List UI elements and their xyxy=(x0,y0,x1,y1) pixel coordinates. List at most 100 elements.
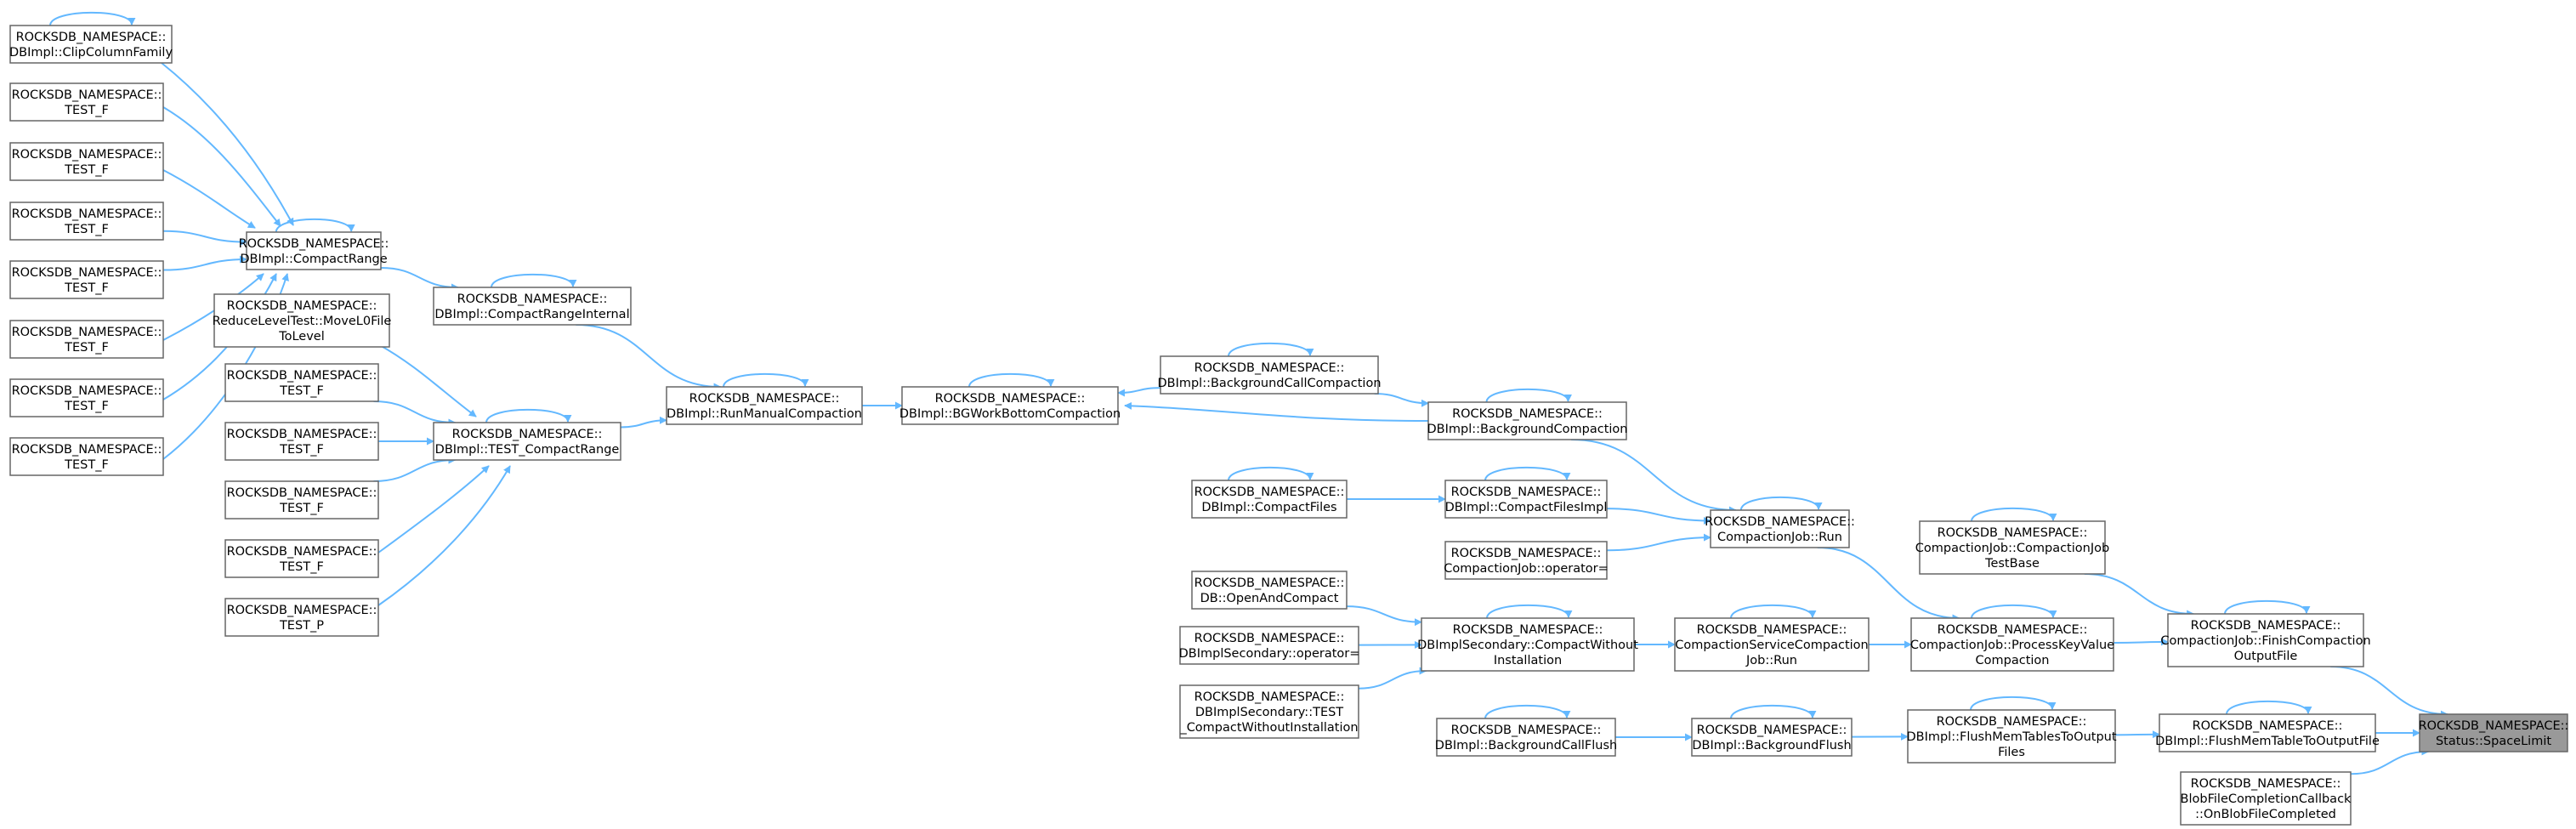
node-compactrange[interactable]: ROCKSDB_NAMESPACE::DBImpl::CompactRange xyxy=(239,231,389,270)
node-box[interactable] xyxy=(433,422,621,461)
node-tp_m5[interactable]: ROCKSDB_NAMESPACE::TEST_P xyxy=(224,598,379,637)
node-box[interactable] xyxy=(224,598,379,637)
node-box[interactable] xyxy=(9,25,173,64)
node-box[interactable] xyxy=(9,82,164,122)
node-box[interactable] xyxy=(224,480,379,520)
node-box[interactable] xyxy=(2159,713,2376,752)
node-secondarytest[interactable]: ROCKSDB_NAMESPACE::DBImplSecondary::TEST… xyxy=(1179,684,1359,739)
node-compactionjobtestbase[interactable]: ROCKSDB_NAMESPACE::CompactionJob::Compac… xyxy=(1915,520,2109,575)
node-box[interactable] xyxy=(901,386,1119,425)
node-label-line: Files xyxy=(1998,746,2025,759)
node-box[interactable] xyxy=(2419,713,2568,752)
node-box[interactable] xyxy=(1907,709,2116,764)
node-box[interactable] xyxy=(1191,480,1348,519)
node-box[interactable] xyxy=(1436,718,1616,757)
self-loop-compactrange xyxy=(275,218,355,233)
node-label-line: DBImpl::BackgroundCallFlush xyxy=(1435,739,1617,752)
node-movel0[interactable]: ROCKSDB_NAMESPACE::ReduceLevelTest::Move… xyxy=(213,293,392,348)
node-box[interactable] xyxy=(1160,355,1379,395)
node-box[interactable] xyxy=(1674,617,1870,672)
node-backgroundcallcompaction[interactable]: ROCKSDB_NAMESPACE::DBImpl::BackgroundCal… xyxy=(1157,355,1382,395)
node-finishcompaction[interactable]: ROCKSDB_NAMESPACE::CompactionJob::Finish… xyxy=(2160,613,2371,667)
node-tf_l6[interactable]: ROCKSDB_NAMESPACE::TEST_F xyxy=(9,378,164,417)
self-loop-testcompactrange xyxy=(485,408,572,423)
edge-blobfilecompleted-to-spacelimit xyxy=(2350,747,2430,775)
node-label-line: ROCKSDB_NAMESPACE:: xyxy=(16,31,167,44)
node-label-line: DBImpl::CompactRangeInternal xyxy=(434,308,629,321)
node-box[interactable] xyxy=(1179,684,1359,739)
node-label-line: TEST_F xyxy=(64,223,109,236)
node-tf_l1[interactable]: ROCKSDB_NAMESPACE::TEST_F xyxy=(9,82,164,122)
node-box[interactable] xyxy=(1444,541,1608,580)
node-label-line: ROCKSDB_NAMESPACE:: xyxy=(1451,547,1602,560)
node-box[interactable] xyxy=(9,142,164,181)
node-label-line: ROCKSDB_NAMESPACE:: xyxy=(12,148,162,162)
node-label-line: OutputFile xyxy=(2234,650,2298,663)
node-box[interactable] xyxy=(1444,480,1608,519)
node-box[interactable] xyxy=(9,437,164,476)
node-flushmemtablestooutput[interactable]: ROCKSDB_NAMESPACE::DBImpl::FlushMemTable… xyxy=(1906,709,2117,764)
self-loop-compactfilesimpl xyxy=(1484,466,1571,481)
node-box[interactable] xyxy=(1910,617,2114,672)
node-backgroundcompaction[interactable]: ROCKSDB_NAMESPACE::DBImpl::BackgroundCom… xyxy=(1427,401,1628,440)
node-box[interactable] xyxy=(9,320,164,359)
node-compactfiles[interactable]: ROCKSDB_NAMESPACE::DBImpl::CompactFiles xyxy=(1191,480,1348,519)
node-runmanualcompaction[interactable]: ROCKSDB_NAMESPACE::DBImpl::RunManualComp… xyxy=(666,386,863,425)
node-processkeyvalue[interactable]: ROCKSDB_NAMESPACE::CompactionJob::Proces… xyxy=(1910,617,2114,672)
node-testcompactrange[interactable]: ROCKSDB_NAMESPACE::DBImpl::TEST_CompactR… xyxy=(433,422,621,461)
node-blobfilecompleted[interactable]: ROCKSDB_NAMESPACE::BlobFileCompletionCal… xyxy=(2180,771,2352,826)
self-loop-compactfiles xyxy=(1228,466,1314,481)
node-tf_l7[interactable]: ROCKSDB_NAMESPACE::TEST_F xyxy=(9,437,164,476)
node-compactrangeinternal[interactable]: ROCKSDB_NAMESPACE::DBImpl::CompactRangeI… xyxy=(433,287,632,326)
node-box[interactable] xyxy=(1427,401,1627,440)
node-tf_m3[interactable]: ROCKSDB_NAMESPACE::TEST_F xyxy=(224,480,379,520)
node-box[interactable] xyxy=(246,231,382,270)
node-box[interactable] xyxy=(1179,626,1359,665)
node-box[interactable] xyxy=(9,260,164,299)
node-box[interactable] xyxy=(9,378,164,417)
node-compactionjobop[interactable]: ROCKSDB_NAMESPACE::CompactionJob::operat… xyxy=(1444,541,1609,580)
node-tf_m2[interactable]: ROCKSDB_NAMESPACE::TEST_F xyxy=(224,422,379,461)
node-box[interactable] xyxy=(2180,771,2352,826)
node-compactionjobrun[interactable]: ROCKSDB_NAMESPACE::CompactionJob::Run xyxy=(1705,509,1855,548)
node-spacelimit[interactable]: ROCKSDB_NAMESPACE::Status::SpaceLimit xyxy=(2419,713,2569,752)
node-tf_l4[interactable]: ROCKSDB_NAMESPACE::TEST_F xyxy=(9,260,164,299)
node-box[interactable] xyxy=(1191,571,1348,610)
node-box[interactable] xyxy=(2167,613,2364,667)
node-box[interactable] xyxy=(1691,718,1853,757)
node-box[interactable] xyxy=(224,422,379,461)
node-tf_m1[interactable]: ROCKSDB_NAMESPACE::TEST_F xyxy=(224,363,379,402)
node-label-line: ROCKSDB_NAMESPACE:: xyxy=(239,237,389,251)
node-label-line: ROCKSDB_NAMESPACE:: xyxy=(1697,623,1847,637)
node-tf_l5[interactable]: ROCKSDB_NAMESPACE::TEST_F xyxy=(9,320,164,359)
node-box[interactable] xyxy=(1919,520,2106,575)
node-label-line: ToLevel xyxy=(278,330,325,344)
node-clipcolumnfamily[interactable]: ROCKSDB_NAMESPACE::DBImpl::ClipColumnFam… xyxy=(9,25,173,64)
node-backgroundcallflush[interactable]: ROCKSDB_NAMESPACE::DBImpl::BackgroundCal… xyxy=(1435,718,1617,757)
node-compactwithoutinstall[interactable]: ROCKSDB_NAMESPACE::DBImplSecondary::Comp… xyxy=(1417,617,1638,672)
node-box[interactable] xyxy=(213,293,390,348)
node-tf_l3[interactable]: ROCKSDB_NAMESPACE::TEST_F xyxy=(9,202,164,241)
node-box[interactable] xyxy=(224,539,379,578)
self-loop-clipcolumnfamily xyxy=(49,11,136,26)
node-box[interactable] xyxy=(433,287,632,326)
node-compactfilesimpl[interactable]: ROCKSDB_NAMESPACE::DBImpl::CompactFilesI… xyxy=(1444,480,1608,519)
node-label-line: TEST_F xyxy=(64,458,109,472)
node-openandcompact[interactable]: ROCKSDB_NAMESPACE::DB::OpenAndCompact xyxy=(1191,571,1348,610)
edge-secondarytest-to-compactwithoutinstall xyxy=(1358,667,1427,690)
node-bgworkbottom[interactable]: ROCKSDB_NAMESPACE::DBImpl::BGWorkBottomC… xyxy=(899,386,1121,425)
node-box[interactable] xyxy=(9,202,164,241)
node-compactionservicerun[interactable]: ROCKSDB_NAMESPACE::CompactionServiceComp… xyxy=(1674,617,1870,672)
node-tf_m4[interactable]: ROCKSDB_NAMESPACE::TEST_F xyxy=(224,539,379,578)
self-loop-backgroundcompaction xyxy=(1485,388,1572,403)
node-box[interactable] xyxy=(666,386,863,425)
node-tf_l2[interactable]: ROCKSDB_NAMESPACE::TEST_F xyxy=(9,142,164,181)
node-box[interactable] xyxy=(224,363,379,402)
node-label-line: TEST_P xyxy=(279,619,324,633)
node-secondaryop[interactable]: ROCKSDB_NAMESPACE::DBImplSecondary::oper… xyxy=(1179,626,1360,665)
node-flushmemtabletooutput[interactable]: ROCKSDB_NAMESPACE::DBImpl::FlushMemTable… xyxy=(2155,713,2380,752)
node-backgroundflush[interactable]: ROCKSDB_NAMESPACE::DBImpl::BackgroundFlu… xyxy=(1691,718,1853,757)
node-box[interactable] xyxy=(1710,509,1850,548)
node-box[interactable] xyxy=(1421,617,1635,672)
node-label-line: ::OnBlobFileCompleted xyxy=(2195,808,2336,821)
